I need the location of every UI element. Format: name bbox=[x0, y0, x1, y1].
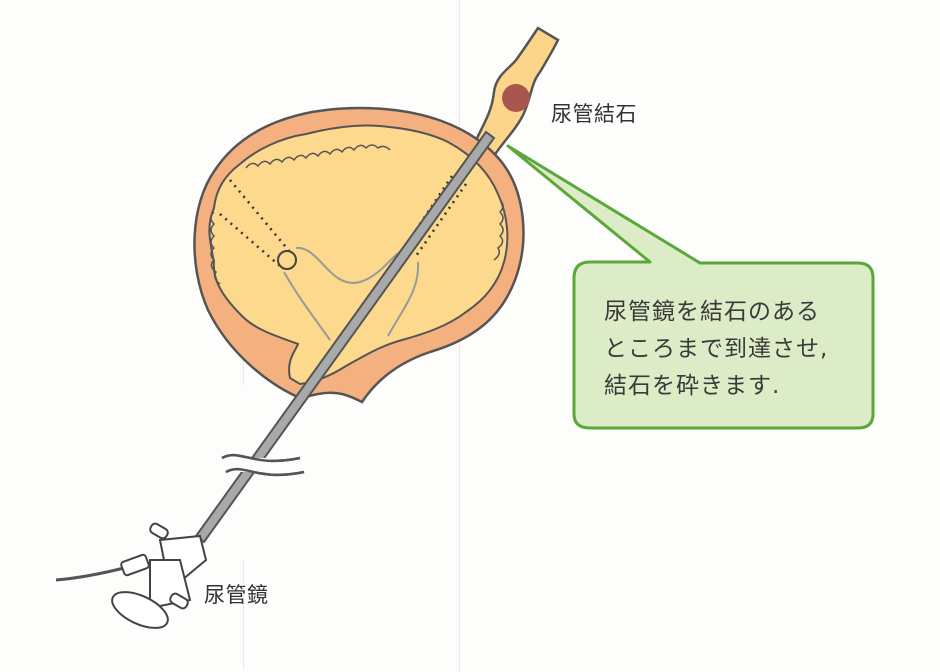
ureteral-stone-label: 尿管結石 bbox=[551, 102, 637, 126]
print-guide-line bbox=[243, 560, 244, 670]
callout-line: 結石を砕きます. bbox=[604, 373, 781, 399]
ureteral-orifice-icon bbox=[277, 250, 297, 270]
ureteroscope-label: 尿管鏡 bbox=[204, 583, 269, 607]
ureteroscope-handle-icon bbox=[55, 522, 208, 629]
ureteral-stone-icon bbox=[502, 84, 530, 112]
callout-text: 尿管鏡を結石のある ところまで到達させ, 結石を砕きます. bbox=[604, 294, 864, 405]
callout-line: 尿管鏡を結石のある bbox=[604, 299, 820, 325]
callout-bubble bbox=[506, 144, 875, 430]
bladder bbox=[193, 106, 525, 404]
ureter bbox=[474, 26, 560, 158]
callout-line: ところまで到達させ, bbox=[604, 336, 829, 362]
